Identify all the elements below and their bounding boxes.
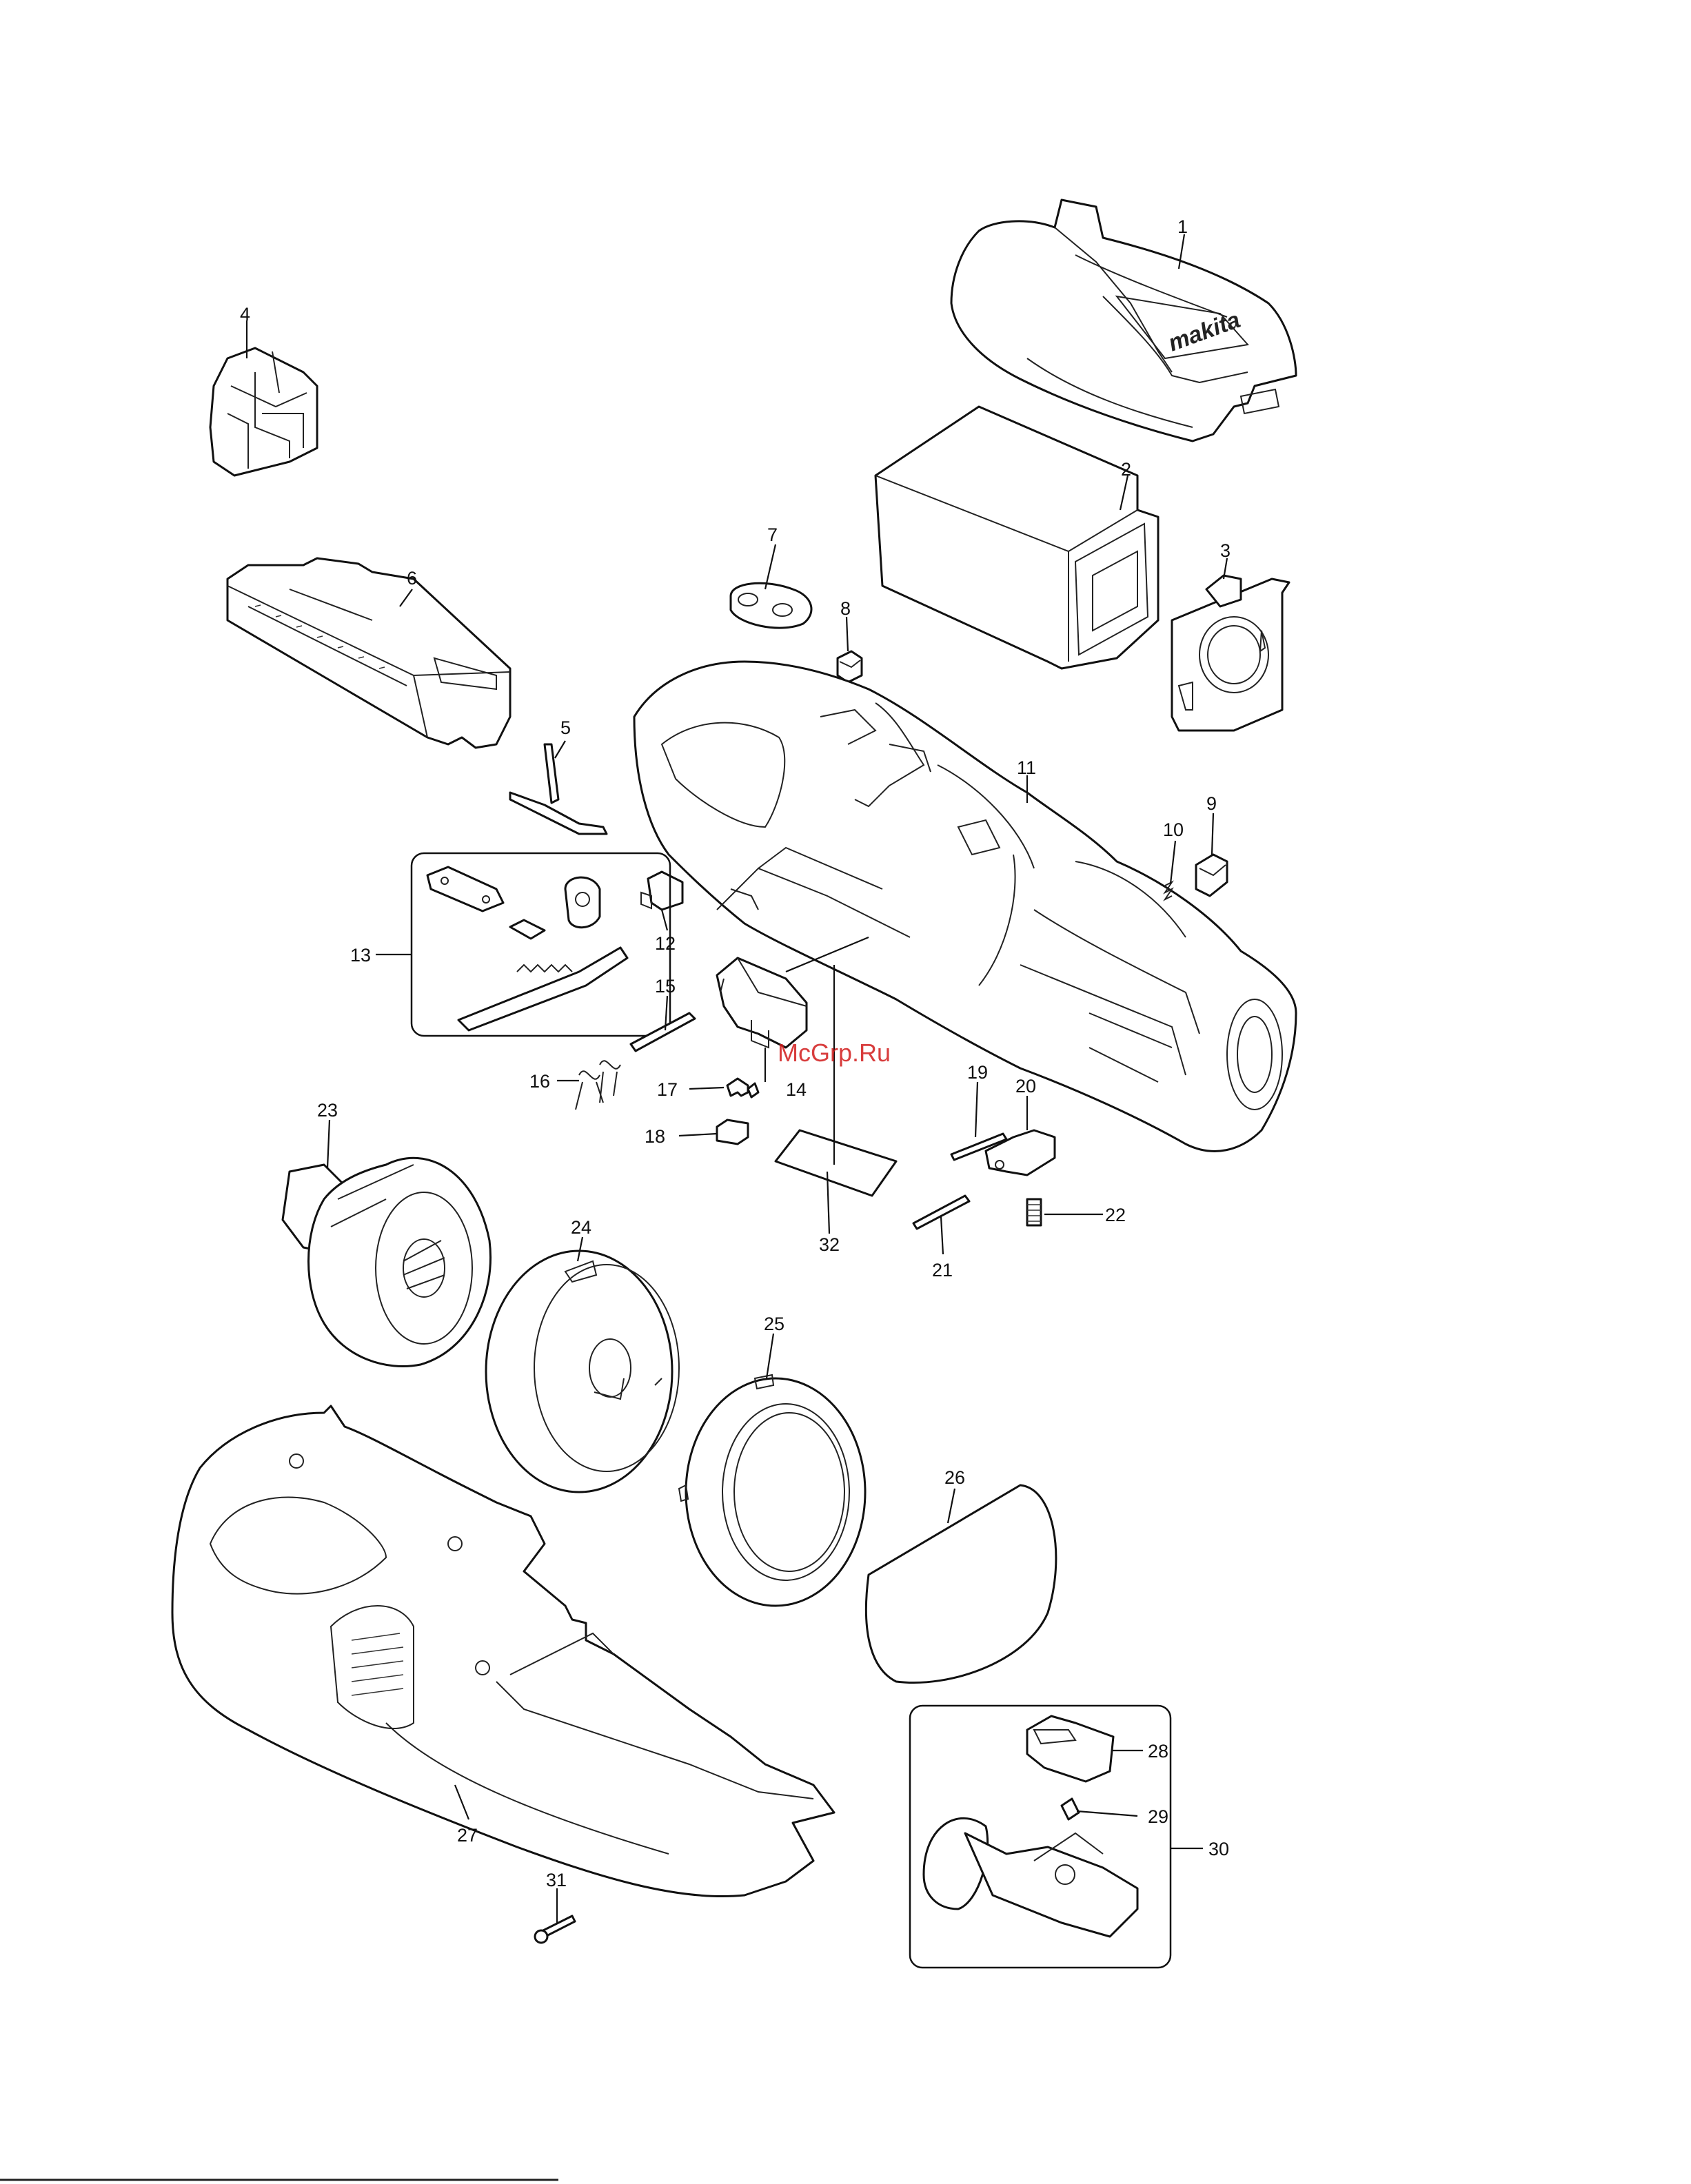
part-2-filter — [875, 407, 1158, 669]
part-24-fan-cover — [486, 1251, 679, 1492]
part-22-spring — [1027, 1199, 1041, 1225]
callout-27: 27 — [457, 1825, 478, 1846]
callout-12: 12 — [655, 933, 676, 954]
part-3-filter-plate — [1172, 575, 1289, 731]
callout-2: 2 — [1121, 459, 1131, 480]
callout-7: 7 — [767, 524, 778, 545]
callout-15: 15 — [655, 976, 676, 997]
callout-25: 25 — [764, 1314, 784, 1334]
callout-6: 6 — [407, 568, 417, 589]
part-5-rod — [510, 744, 607, 834]
callout-10: 10 — [1163, 819, 1184, 840]
callout-4: 4 — [240, 304, 250, 325]
part-18-block — [717, 1120, 748, 1144]
part-12-terminal — [641, 872, 682, 910]
callout-30: 30 — [1208, 1839, 1229, 1859]
part-15-shaft — [631, 1013, 695, 1051]
callout-5: 5 — [560, 717, 571, 738]
callout-18: 18 — [645, 1126, 665, 1147]
watermark-text: McGrp.Ru — [778, 1039, 891, 1067]
callout-1: 1 — [1177, 216, 1188, 237]
part-4-holder — [210, 348, 317, 476]
callout-9: 9 — [1206, 793, 1217, 814]
part-32-label — [776, 1130, 896, 1196]
part-1-top-cover: makita — [951, 200, 1296, 441]
part-25-ring — [679, 1375, 865, 1606]
callout-31: 31 — [546, 1870, 567, 1890]
callout-8: 8 — [840, 598, 851, 619]
callout-21: 21 — [932, 1260, 953, 1280]
callout-32: 32 — [819, 1234, 840, 1255]
part-30-nozzle-group — [910, 1706, 1171, 1968]
callout-28: 28 — [1148, 1741, 1168, 1762]
part-11-housing — [634, 662, 1296, 1151]
callout-3: 3 — [1220, 540, 1231, 561]
part-17-bracket — [727, 1079, 758, 1097]
callout-26: 26 — [944, 1467, 965, 1488]
part-7-button — [731, 583, 811, 628]
part-16-springs — [576, 1061, 620, 1110]
callout-17: 17 — [657, 1079, 678, 1100]
callout-16: 16 — [529, 1071, 550, 1092]
callout-24: 24 — [571, 1217, 591, 1238]
callout-19: 19 — [967, 1062, 988, 1083]
part-14-switch-button — [717, 958, 807, 1048]
part-8-small-button — [838, 651, 862, 682]
part-26-sponge — [866, 1485, 1055, 1683]
callout-23: 23 — [317, 1100, 338, 1121]
part-6-battery — [227, 558, 510, 748]
part-23-motor-fan — [283, 1158, 491, 1366]
callout-22: 22 — [1105, 1205, 1126, 1225]
callout-20: 20 — [1015, 1076, 1036, 1096]
callout-13: 13 — [350, 945, 371, 966]
callout-11: 11 — [1017, 757, 1036, 778]
part-31-screw — [535, 1916, 575, 1943]
callout-14: 14 — [786, 1079, 807, 1100]
part-9-latch — [1196, 855, 1227, 896]
part-13-switch-group — [412, 853, 670, 1036]
callout-29: 29 — [1148, 1806, 1168, 1827]
